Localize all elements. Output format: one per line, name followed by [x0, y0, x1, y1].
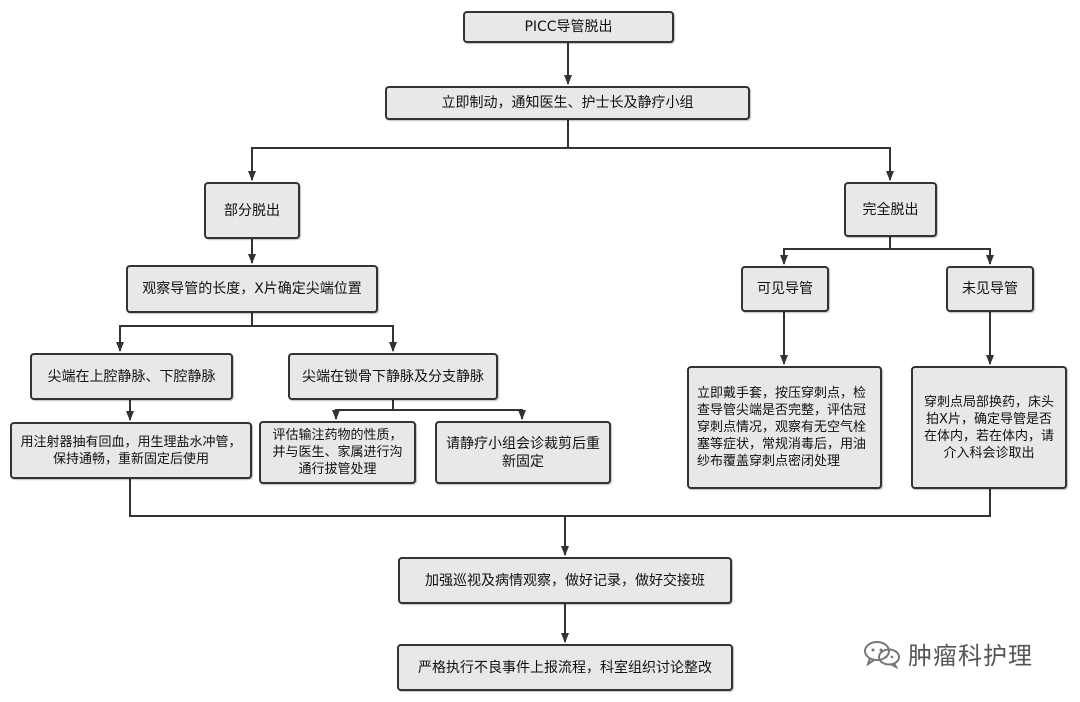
- connector-observe-subclavian: [252, 325, 397, 352]
- connector-immediate-complete: [568, 147, 894, 181]
- node-complete-dislodged: 完全脱出: [844, 182, 937, 237]
- node-consult-trim: 请静疗小组会诊裁剪后重新固定: [435, 421, 611, 484]
- connector-merge: [129, 479, 991, 517]
- node-visible-catheter: 可见导管: [741, 266, 829, 312]
- node-strengthen-observation: 加强巡视及病情观察，做好记录，做好交接班: [398, 557, 732, 604]
- node-partial-dislodged: 部分脱出: [204, 182, 300, 239]
- node-not-visible-catheter: 未见导管: [946, 266, 1034, 312]
- node-not-visible-action: 穿刺点局部换药，床头拍X片，确定导管是否在体内，若在体内，请介入科会诊取出: [911, 366, 1067, 489]
- node-observe-length: 观察导管的长度，X片确定尖端位置: [126, 265, 378, 313]
- node-visible-action: 立即戴手套，按压穿刺点，检查导管尖端是否完整，评估冠穿刺点情况，观察有无空气栓塞…: [687, 366, 882, 489]
- connector-subclavian-assess: [332, 400, 394, 420]
- node-picc-dislodged: PICC导管脱出: [463, 11, 674, 43]
- connector-observe-venacava: [116, 313, 253, 352]
- watermark: 肿瘤科护理: [862, 636, 1033, 671]
- node-flush-catheter: 用注射器抽有回血，用生理盐水冲管，保持通畅，重新固定后使用: [10, 422, 252, 479]
- node-assess-drug: 评估输注药物的性质，并与医生、家属进行沟通行拔管处理: [259, 421, 416, 484]
- node-report-adverse-event: 严格执行不良事件上报流程，科室组织讨论整改: [397, 644, 733, 691]
- node-tip-subclavian: 尖端在锁骨下静脉及分支静脉: [288, 353, 498, 400]
- wechat-icon: [864, 640, 900, 669]
- node-tip-vena-cava: 尖端在上腔静脉、下腔静脉: [30, 353, 233, 400]
- node-immediate-action: 立即制动，通知医生、护士长及静疗小组: [385, 86, 750, 120]
- watermark-text: 肿瘤科护理: [908, 642, 1033, 670]
- connector-immediate-split: [248, 120, 569, 181]
- connector-subclavian-consult: [393, 409, 526, 420]
- connector-complete-visible: [780, 237, 891, 265]
- connector-complete-notvisible: [890, 248, 994, 265]
